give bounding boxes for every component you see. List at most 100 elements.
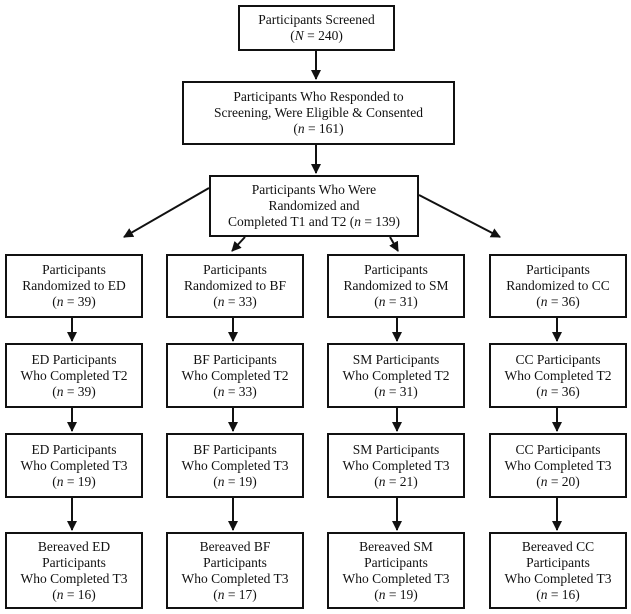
box-text-line: (n = 20) (536, 473, 580, 489)
box-text-line: (n = 39) (52, 294, 96, 309)
box-text-line: (n = 17) (213, 586, 257, 602)
box-text-line: Randomized to SM (343, 278, 449, 293)
box-text-line: Who Completed T2 (181, 367, 289, 383)
box-text-line: Who Completed T3 (504, 457, 612, 473)
box-text-line: Who Completed T2 (504, 367, 612, 383)
screened-box: Participants Screened(N = 240) (238, 5, 395, 51)
box-text-line: (n = 31) (374, 294, 418, 309)
box-text-line: Randomized to ED (22, 278, 126, 293)
box-text-line: (n = 161) (293, 121, 344, 136)
box-text-line: Who Completed T3 (342, 457, 450, 473)
box-text-line: CC Participants (515, 441, 601, 457)
box-text-line: ED Participants (31, 441, 117, 457)
box-text-line: Randomized to BF (184, 278, 286, 293)
box-text-line: (n = 16) (536, 586, 580, 602)
box-text-line: Who Completed T2 (342, 367, 450, 383)
box-text-line: (n = 19) (52, 473, 96, 489)
box-text-line: Participants (203, 262, 267, 277)
box-text-line: Participants Who Were (251, 182, 377, 197)
box-text-line: (n = 16) (52, 586, 96, 602)
box-text-line: Participants (364, 262, 428, 277)
box-text-line: Participants Screened (258, 12, 375, 27)
box-text-line: Who Completed T2 (20, 367, 128, 383)
box-text-line: Who Completed T3 (181, 570, 289, 586)
box-text-line: (n = 31) (374, 383, 418, 399)
box-text-line: Participants Who Responded to (233, 89, 404, 104)
box-text: Participants Screened(N = 240) (258, 12, 375, 44)
box-text-line: Bereaved SM (359, 538, 433, 554)
box-text-line: Randomized to CC (506, 278, 610, 293)
box-text-line: (n = 36) (536, 294, 580, 309)
box-text-line: (n = 19) (213, 473, 257, 489)
box-text-line: Who Completed T3 (20, 457, 128, 473)
box-text-line: Who Completed T3 (342, 570, 450, 586)
box-text-line: SM Participants (352, 441, 440, 457)
box-text-line: Completed T1 and T2 (n = 139) (227, 214, 401, 229)
box-text-line: Bereaved CC (521, 538, 595, 554)
box-text-line: (n = 19) (374, 586, 418, 602)
flow-arrow (231, 236, 246, 252)
box-text-line: Randomized and (268, 198, 360, 213)
flow-arrow (389, 236, 399, 252)
box-text-line: Participants (526, 262, 590, 277)
box-text-line: (N = 240) (290, 28, 343, 43)
box-text-line: Participants (42, 554, 106, 570)
box-text-line: Who Completed T3 (504, 570, 612, 586)
box-text-line: (n = 33) (213, 294, 257, 309)
box-text-line: (n = 39) (52, 383, 96, 399)
flow-arrow (418, 194, 501, 238)
box-text-line: BF Participants (193, 441, 277, 457)
flow-arrow (123, 187, 210, 238)
box-text-line: Screening, Were Eligible & Consented (214, 105, 423, 120)
box-text-line: CC Participants (515, 351, 601, 367)
box-text-line: (n = 33) (213, 383, 257, 399)
box-text-line: Bereaved BF (199, 538, 271, 554)
box-text-line: BF Participants (193, 351, 277, 367)
box-text-line: (n = 36) (536, 383, 580, 399)
box-text-line: ED Participants (31, 351, 117, 367)
box-text-line: Who Completed T3 (20, 570, 128, 586)
box-text-line: Participants (526, 554, 590, 570)
box-text-line: Participants (364, 554, 428, 570)
box-text-line: SM Participants (352, 351, 440, 367)
box-text-line: Participants (203, 554, 267, 570)
